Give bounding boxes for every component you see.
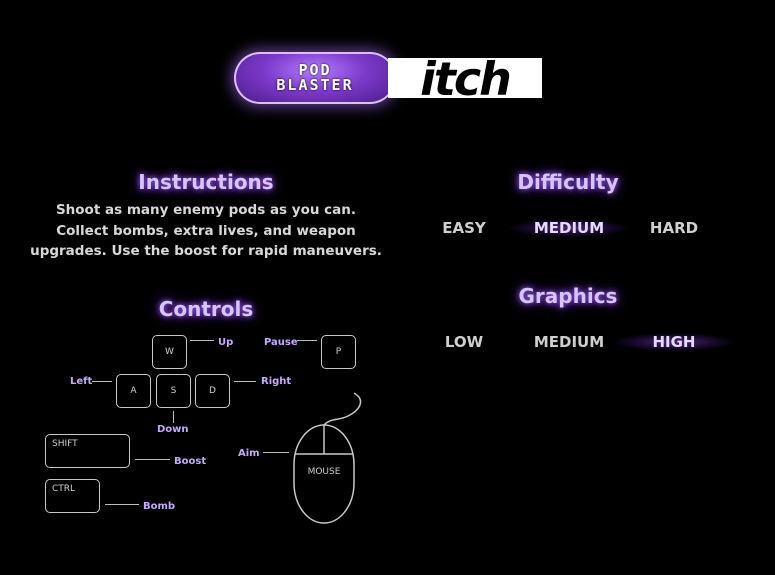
connector-line bbox=[263, 452, 289, 453]
connector-line bbox=[135, 459, 170, 460]
itch-logo-word: itch bbox=[420, 58, 512, 98]
key-a: A bbox=[116, 374, 151, 408]
connector-line bbox=[173, 411, 174, 423]
game-logo: POD BLASTER itch bbox=[234, 52, 544, 104]
difficulty-option-easy[interactable]: EASY bbox=[442, 219, 486, 237]
instructions-text: Shoot as many enemy pods as you can. Col… bbox=[30, 202, 382, 259]
connector-line bbox=[92, 381, 112, 382]
graphics-heading: Graphics bbox=[518, 284, 618, 308]
logo-blaster-word: BLASTER bbox=[276, 76, 354, 94]
label-pause: Pause bbox=[264, 337, 298, 348]
label-down: Down bbox=[157, 424, 189, 435]
key-shift: SHIFT bbox=[45, 434, 130, 468]
graphics-option-high[interactable]: HIGH bbox=[614, 333, 734, 351]
label-right: Right bbox=[261, 376, 292, 387]
connector-line bbox=[105, 504, 139, 505]
label-up: Up bbox=[218, 337, 234, 348]
label-bomb: Bomb bbox=[143, 501, 176, 512]
graphics-option-medium[interactable]: MEDIUM bbox=[533, 333, 605, 351]
key-w: W bbox=[152, 335, 187, 369]
connector-line bbox=[234, 381, 256, 382]
difficulty-option-medium[interactable]: MEDIUM bbox=[509, 219, 629, 237]
label-aim: Aim bbox=[238, 448, 260, 459]
key-p: P bbox=[321, 335, 356, 369]
itch-logo: itch bbox=[388, 58, 542, 98]
label-boost: Boost bbox=[174, 456, 207, 467]
difficulty-heading: Difficulty bbox=[517, 170, 619, 194]
label-left: Left bbox=[70, 376, 93, 387]
key-s: S bbox=[156, 374, 191, 408]
mouse-label: MOUSE bbox=[307, 467, 341, 477]
connector-line bbox=[190, 340, 214, 341]
difficulty-option-hard[interactable]: HARD bbox=[649, 219, 699, 237]
mouse-icon bbox=[293, 392, 362, 524]
controls-heading: Controls bbox=[158, 297, 254, 321]
key-d: D bbox=[195, 374, 230, 408]
connector-line bbox=[297, 340, 317, 341]
key-ctrl: CTRL bbox=[45, 479, 100, 513]
instructions-heading: Instructions bbox=[138, 170, 274, 194]
graphics-option-low[interactable]: LOW bbox=[444, 333, 484, 351]
pod-blaster-logo: POD BLASTER bbox=[234, 52, 396, 104]
logo-pod-word: POD bbox=[298, 61, 332, 79]
